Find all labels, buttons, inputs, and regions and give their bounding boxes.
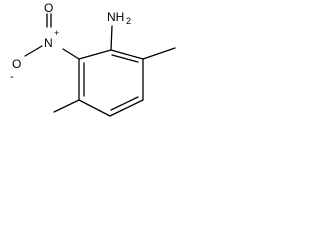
ring-bond bbox=[109, 99, 144, 117]
ring-double-bond bbox=[111, 54, 139, 63]
amine-bond bbox=[110, 25, 113, 51]
ring-bond bbox=[78, 99, 111, 117]
nitro-bond bbox=[62, 48, 80, 60]
methyl-bond-right bbox=[142, 47, 176, 60]
chemical-structure: NH 2 N + O O - bbox=[0, 0, 188, 134]
ring-bond bbox=[110, 49, 144, 60]
nitrogen-label: N bbox=[44, 36, 53, 50]
amine-subscript: 2 bbox=[126, 16, 131, 26]
oxygen-left-charge: - bbox=[10, 71, 14, 83]
ring-double-bond bbox=[110, 96, 139, 111]
oxygen-left-label: O bbox=[12, 57, 21, 71]
amine-label: NH bbox=[107, 10, 124, 24]
oxygen-top-label: O bbox=[44, 1, 53, 15]
methyl-bond-left bbox=[53, 99, 80, 113]
nitro-charge: + bbox=[54, 28, 59, 38]
molecule-diagram: NH 2 N + O O - bbox=[10, 1, 176, 117]
nitro-single-bond bbox=[24, 45, 43, 57]
ring-bond bbox=[78, 49, 112, 60]
